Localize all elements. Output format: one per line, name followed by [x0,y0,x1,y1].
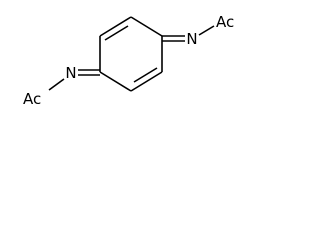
ring-double-bond-inner-lower-right [133,67,158,83]
ring-bond-bottom-to-lower-left [99,71,132,92]
ring-bond-lower-right-to-bottom [130,71,163,92]
ring-bond-top-to-upper-right [130,16,163,37]
right-imine: N Ac [162,13,234,48]
ring [99,16,163,92]
left-nitrogen-label: N [65,64,76,82]
left-acetyl-label: Ac [23,90,41,108]
right-acetyl-label: Ac [216,13,234,31]
ring-double-bond-inner-upper-left [104,25,129,41]
left-imine: N Ac [23,64,100,108]
right-n-to-ac-bond [198,25,215,36]
left-n-to-ac-bond [48,78,65,91]
right-nitrogen-label: N [186,30,197,48]
ring-bond-upper-left-to-top [99,16,132,37]
chemical-structure: N Ac N Ac [23,13,234,108]
